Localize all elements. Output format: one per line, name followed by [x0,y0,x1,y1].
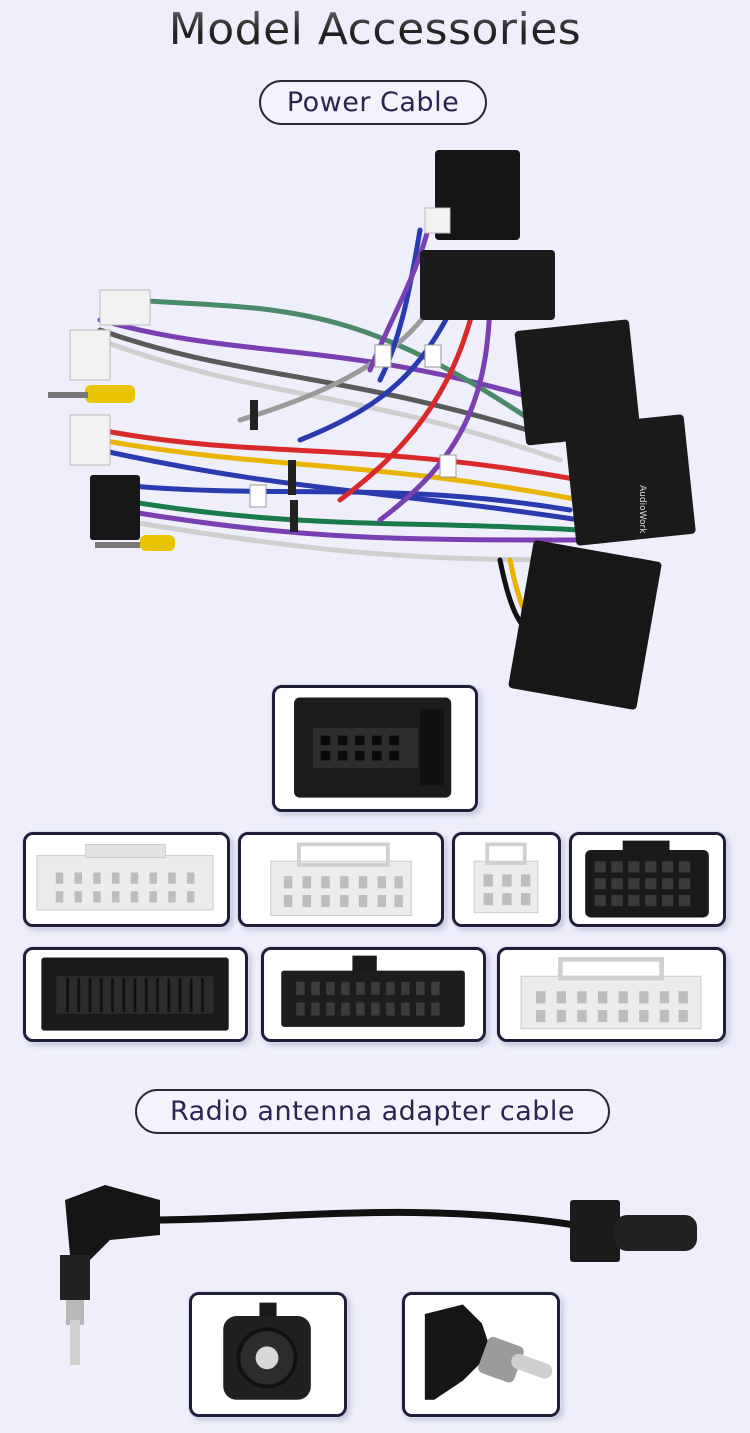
connector-thumbnail-white-6pin [452,832,561,927]
antenna-connector-detail-fakra [189,1292,347,1417]
radio-antenna-adapter-cable-image [30,1160,720,1370]
connector-thumbnail-white-18pin [497,947,726,1042]
connector-thumbnail-black-multipin [23,947,248,1042]
connector-thumbnail-black-iso [569,832,726,927]
connector-thumbnail-black-socket [272,685,478,812]
svg-text:AudioWork: AudioWork [637,485,647,534]
connector-thumbnail-white-20pin [238,832,444,927]
antenna-connector-detail-din-plug [402,1292,560,1417]
connector-thumbnail-black-28pin [261,947,486,1042]
power-cable-harness-image: AudioWork [40,140,720,720]
section-label-power-cable: Power Cable [259,80,487,125]
connector-thumbnail-white-26pin [23,832,230,927]
page-title: Model Accessories [0,4,750,55]
section-label-radio-antenna-adapter-cable: Radio antenna adapter cable [135,1089,610,1134]
